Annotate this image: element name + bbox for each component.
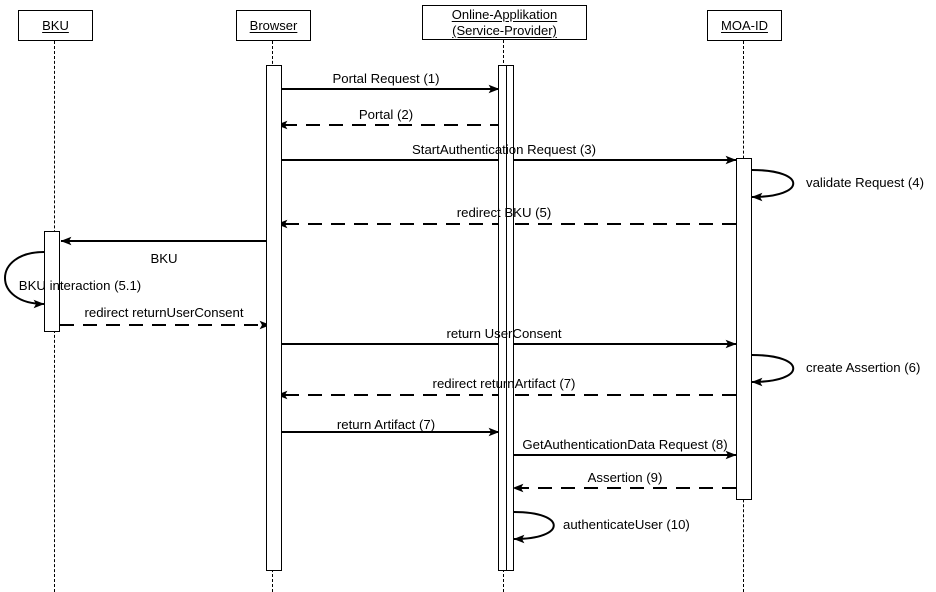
message-label-3: validate Request (4) (806, 175, 925, 190)
message-label-4: redirect BKU (5) (456, 205, 552, 220)
lifeline-head-browser[interactable]: Browser (236, 10, 311, 41)
activation-bar-moaid (736, 158, 752, 500)
message-label-6: BKU interaction (5.1) (18, 278, 142, 293)
activation-inner-line-oa (506, 65, 507, 571)
message-label-5: BKU (150, 251, 178, 266)
lifeline-head-moaid[interactable]: MOA-ID (707, 10, 782, 41)
self-message-arrow-3 (751, 169, 795, 202)
lifeline-label-browser: Browser (249, 17, 298, 33)
message-label-2: StartAuthentication Request (3) (412, 142, 596, 157)
lifeline-label-bku: BKU (42, 17, 69, 33)
lifeline-label-moaid: MOA-ID (721, 17, 768, 33)
message-label-7: redirect returnUserConsent (84, 305, 244, 320)
message-label-10: redirect returnArtifact (7) (432, 376, 576, 391)
message-label-13: Assertion (9) (587, 470, 663, 485)
self-message-arrow-14 (513, 511, 555, 544)
activation-bar-bku (44, 231, 60, 332)
message-label-14: authenticateUser (10) (563, 517, 690, 532)
lifeline-head-bku[interactable]: BKU (18, 10, 93, 41)
message-label-1: Portal (2) (358, 107, 414, 122)
message-label-8: return UserConsent (446, 326, 562, 341)
message-label-11: return Artifact (7) (336, 417, 436, 432)
message-label-0: Portal Request (1) (332, 71, 440, 86)
message-label-12: GetAuthenticationData Request (8) (522, 437, 728, 452)
lifeline-label-oa: Online-Applikation (Service-Provider) (451, 7, 558, 38)
self-message-arrow-9 (751, 354, 795, 387)
activation-bar-browser (266, 65, 282, 571)
lifeline-head-oa[interactable]: Online-Applikation (Service-Provider) (422, 5, 587, 40)
message-label-9: create Assertion (6) (806, 360, 921, 375)
